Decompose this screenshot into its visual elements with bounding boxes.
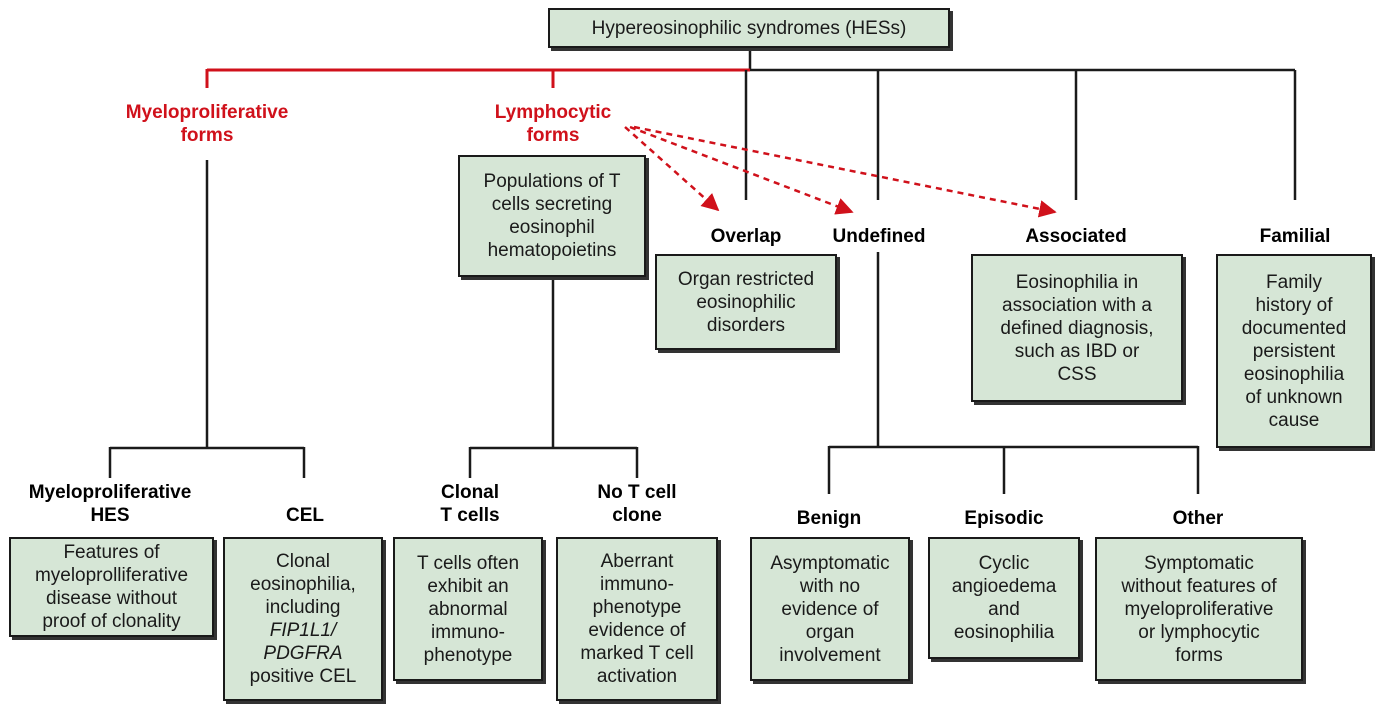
dashed-arrow-overlap <box>624 126 720 212</box>
undefined-label: Undefined <box>815 225 943 248</box>
benign-label: Benign <box>796 508 862 529</box>
clonal-t-cells-label: Clonal T cells <box>440 482 500 526</box>
other-box: Symptomatic without features of myelopro… <box>1095 537 1303 681</box>
associated-box: Eosinophilia in association with a defin… <box>971 254 1183 402</box>
no-t-cell-clone-box: Aberrant immuno- phenotype evidence of m… <box>556 537 718 701</box>
familial-label: Familial <box>1235 225 1355 248</box>
myeloproliferative-forms-label: Myeloproliferative forms <box>125 102 289 146</box>
root-title: Hypereosinophilic syndromes (HESs) <box>591 17 907 39</box>
clonal-t-cells-box: T cells often exhibit an abnormal immuno… <box>393 537 543 681</box>
cel-box: Clonal eosinophilia, including FIP1L1/ P… <box>223 537 383 701</box>
benign-box: Asymptomatic with no evidence of organ i… <box>750 537 910 681</box>
dashed-arrow-associated <box>633 125 1057 218</box>
cel-label: CEL <box>286 505 324 526</box>
familial-box: Family history of documented persistent … <box>1216 254 1372 448</box>
other-label: Other <box>1172 508 1224 529</box>
episodic-label: Episodic <box>964 508 1044 529</box>
myeloproliferative-hes-box: Features of myeloprolliferative disease … <box>9 537 214 637</box>
lymphocytic-forms-label: Lymphocytic forms <box>494 102 612 146</box>
episodic-box: Cyclic angioedema and eosinophilia <box>928 537 1080 659</box>
dashed-arrow-undefined <box>629 125 854 215</box>
overlap-box: Organ restricted eosinophilic disorders <box>655 254 837 350</box>
root-box: Hypereosinophilic syndromes (HESs) <box>548 8 950 48</box>
myeloproliferative-hes-label: Myeloproliferative HES <box>28 482 192 526</box>
overlap-label: Overlap <box>686 225 806 248</box>
no-t-cell-clone-label: No T cell clone <box>597 482 677 526</box>
lymphocytic-box: Populations of T cells secreting eosinop… <box>458 155 646 277</box>
associated-label: Associated <box>1006 225 1146 248</box>
